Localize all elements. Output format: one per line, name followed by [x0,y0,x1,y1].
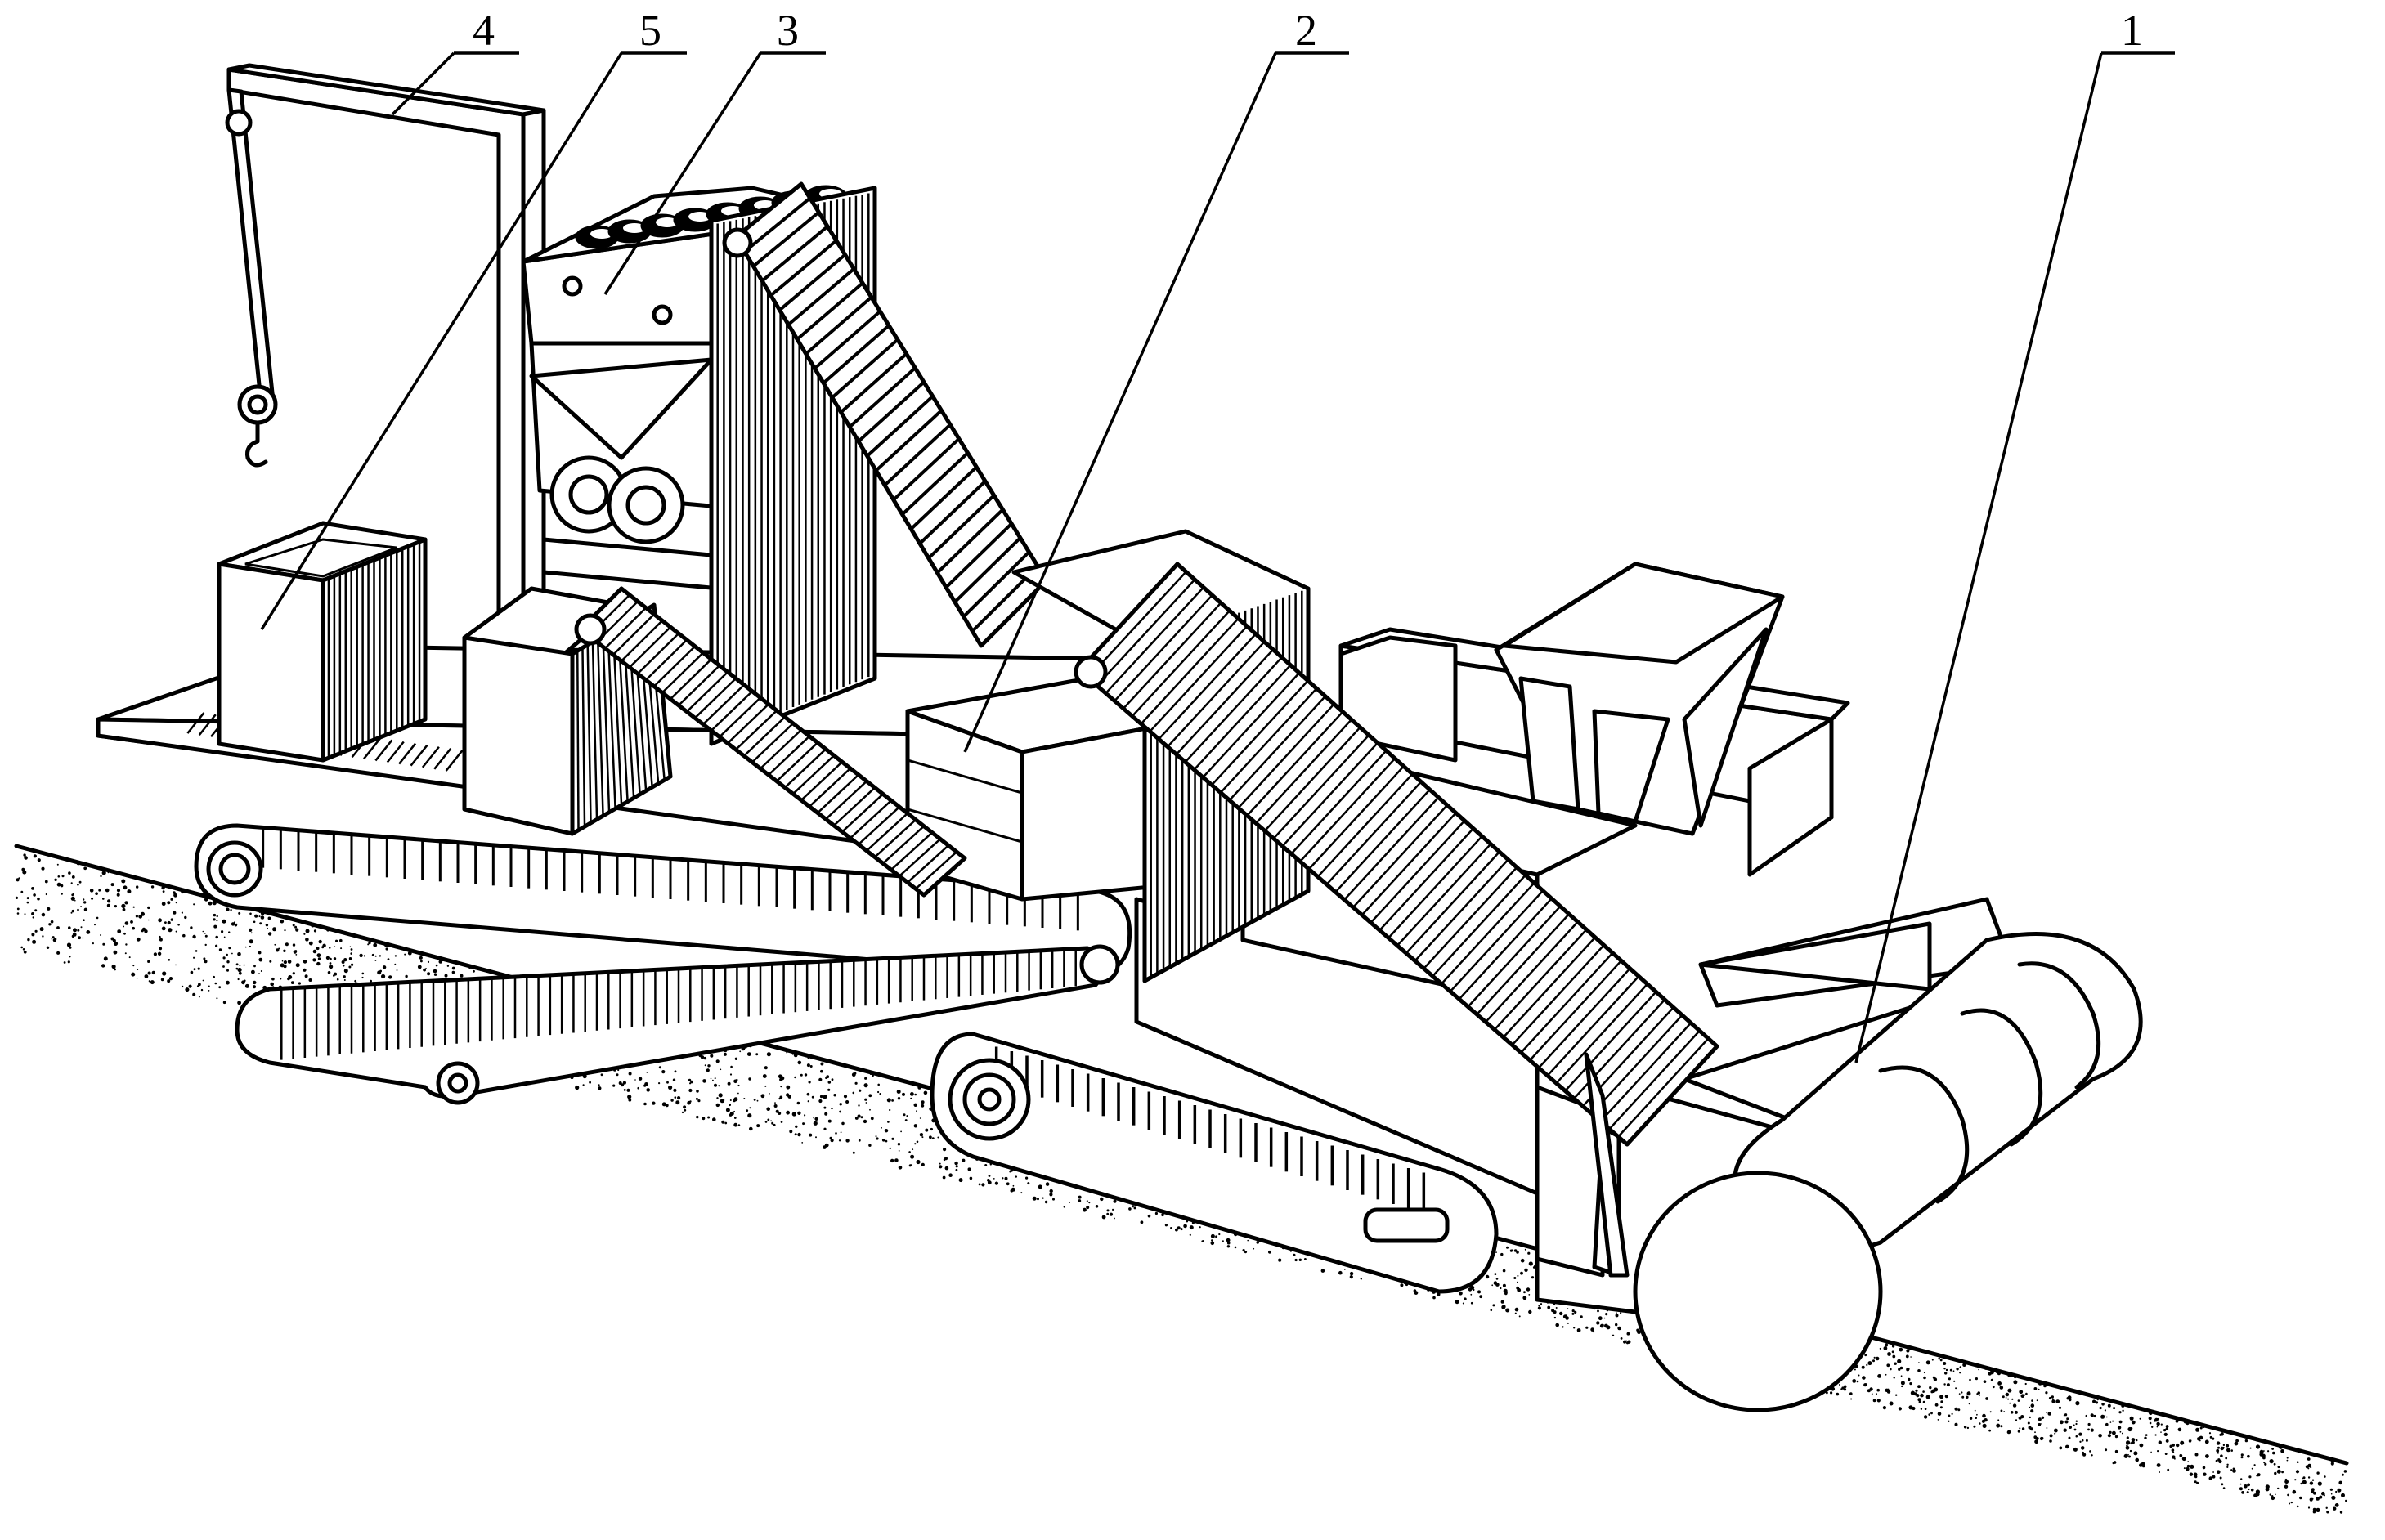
discharge-conveyor [235,944,1120,1105]
label-3-text: 3 [777,6,799,55]
front-inclined-conveyor [1074,562,1719,1278]
part-label-1: 1 [1854,6,2175,1063]
front-crawler-track [930,1032,1499,1294]
label-1-text: 1 [2121,6,2143,55]
part-label-2: 2 [963,6,1349,753]
label-2-text: 2 [1295,6,1317,55]
label-5-text: 5 [639,6,661,55]
inclined-conveyor-middle [574,586,967,898]
operator-cab [1338,562,1850,877]
storage-bin-5 [217,521,428,763]
part-label-5: 5 [260,6,687,630]
part-label-3: 3 [603,6,826,295]
part-label-4: 4 [391,6,519,116]
front-cutter-roller-assembly [1592,897,2143,1412]
label-4-text: 4 [473,6,495,55]
